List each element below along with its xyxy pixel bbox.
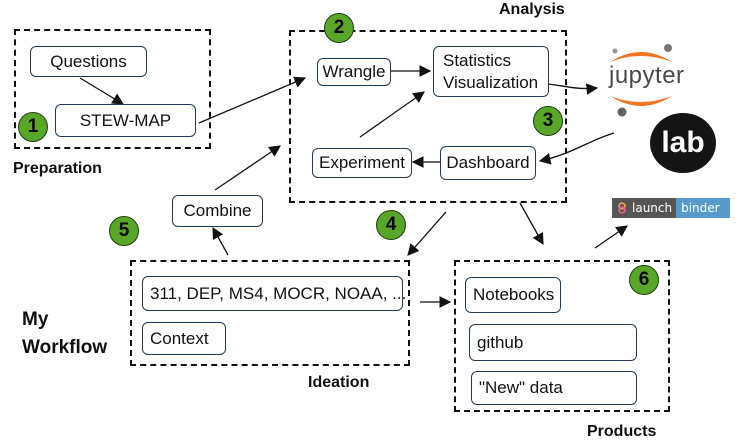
visualization-label: Visualization bbox=[443, 72, 539, 92]
step-badge-3: 3 bbox=[533, 106, 563, 136]
arrow-analysis-to-ideation bbox=[407, 211, 447, 256]
jupyter-wordmark: jupyter bbox=[609, 62, 685, 89]
binder-badge-left: launch bbox=[612, 198, 677, 218]
step-badge-1: 1 bbox=[18, 112, 48, 142]
ideation-group bbox=[130, 260, 410, 366]
binder-launch-text: launch bbox=[632, 201, 673, 215]
combine-box: Combine bbox=[172, 195, 263, 227]
arrow-stewmap-to-wrangle bbox=[198, 76, 307, 124]
arrow-combine-to-analysis bbox=[214, 145, 281, 191]
step-badge-6: 6 bbox=[629, 265, 659, 295]
binder-text: binder bbox=[681, 201, 720, 215]
step-badge-2: 2 bbox=[324, 13, 354, 43]
new-data-box: "New" data bbox=[471, 371, 637, 405]
statistics-label: Statistics bbox=[443, 50, 512, 70]
analysis-label: Analysis bbox=[499, 1, 565, 18]
arrow-experiment-to-statistics bbox=[359, 91, 425, 138]
data-sources-box: 311, DEP, MS4, MOCR, NOAA, ... bbox=[142, 276, 406, 311]
dashboard-box: Dashboard bbox=[440, 146, 536, 180]
experiment-box: Experiment bbox=[312, 148, 412, 178]
workflow-title-line2: Workflow bbox=[22, 337, 108, 358]
stew-map-box: STEW-MAP bbox=[55, 104, 196, 137]
statistics-visualization-box: Statistics Visualization bbox=[433, 46, 549, 97]
binder-badge-right: binder bbox=[676, 198, 730, 218]
binder-icon bbox=[618, 202, 626, 214]
arrow-products-to-binder bbox=[594, 225, 628, 249]
step-badge-4: 4 bbox=[376, 210, 406, 240]
jupyter-logo: jupyter bbox=[596, 40, 686, 120]
arrow-ideation-to-combine bbox=[212, 226, 229, 256]
products-group bbox=[454, 260, 670, 412]
wrangle-box: Wrangle bbox=[317, 58, 391, 86]
products-label: Products bbox=[587, 423, 657, 440]
arrow-questions-to-stewmap bbox=[79, 77, 125, 105]
arrow-analysis-to-products bbox=[519, 202, 544, 246]
launch-binder-badge[interactable]: launch binder bbox=[612, 198, 730, 218]
context-box: Context bbox=[142, 322, 226, 355]
github-box: github bbox=[469, 324, 637, 361]
arrow-statistics-to-jupyter bbox=[547, 83, 599, 95]
workflow-title-line1: My bbox=[22, 309, 49, 330]
analysis-group bbox=[289, 30, 567, 203]
arrow-lab-to-dashboard bbox=[538, 132, 615, 165]
questions-box: Questions bbox=[30, 46, 147, 77]
preparation-group bbox=[14, 29, 211, 149]
step-badge-5: 5 bbox=[109, 216, 139, 246]
ideation-label: Ideation bbox=[308, 374, 370, 391]
jupyter-orbits-icon bbox=[610, 44, 672, 117]
preparation-label: Preparation bbox=[13, 160, 102, 177]
notebooks-box: Notebooks bbox=[465, 277, 561, 313]
jupyterlab-logo: lab bbox=[650, 113, 716, 173]
